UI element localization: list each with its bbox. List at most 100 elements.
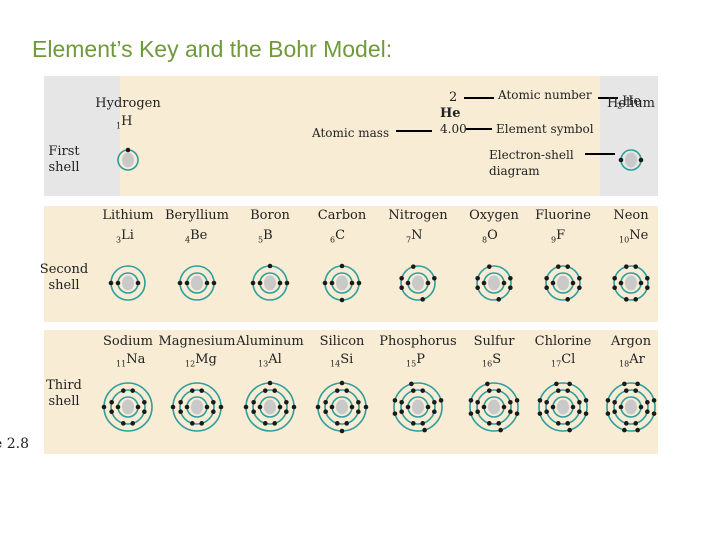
element-symbol-silicon: 14Si [330,352,353,369]
nucleus [191,275,203,291]
element-symbol-beryllium: 4Be [185,228,207,245]
bohr-diagram-hydrogen [117,147,139,171]
electron [633,297,638,302]
element-name-sodium: Sodium [103,334,153,349]
electron [339,428,345,434]
electron [409,381,414,387]
element-symbol-magnesium: 12Mg [185,352,217,369]
electron [570,404,576,410]
element-name-carbon: Carbon [317,208,367,223]
symbol-silicon: Si [340,352,354,367]
atomic-mass-label: Atomic mass [312,126,390,140]
electron [399,409,404,414]
bohr-diagram-carbon [322,263,362,303]
electron [121,388,126,393]
electron [508,409,513,414]
nucleus [122,275,134,291]
symbol-argon: Ar [629,352,645,367]
element-symbol-phosphorus: 15P [406,352,425,369]
electron [277,280,283,286]
electron [612,400,617,405]
electron [284,409,289,414]
electron [392,398,398,403]
electron [645,400,650,405]
element-symbol-boron: 5B [258,228,273,245]
electron [624,421,629,426]
atomic-number-phosphorus: 15 [406,359,417,369]
electron [178,409,183,414]
pointer-line-atomic-mass [396,130,432,132]
shell-ring-2 [400,389,436,425]
electron [567,427,572,433]
electron [425,404,431,410]
shell-label-first: First shell [48,144,80,175]
atomic-number-argon: 18 [619,359,630,369]
bohr-diagram-boron [250,263,290,301]
electron-shell-label-line1: Electron-shell [489,148,574,162]
electron [612,276,617,281]
symbol-sodium: Na [126,352,146,367]
bohr-diagram-argon [605,381,657,433]
electron [638,404,644,410]
electron [550,280,556,286]
shell-ring-2 [613,389,649,425]
symbol-aluminum: Al [268,352,282,367]
electron [556,421,561,426]
symbol-hydrogen: H [121,114,133,129]
element-symbol-hydrogen: 1H [116,114,132,131]
bohr-diagram-neon [612,264,650,302]
shell-ring-2 [400,265,436,301]
key-atomic-number: 2 [449,90,458,105]
element-name-oxygen: Oxygen [469,208,519,223]
hydrogen-highlight [44,76,120,196]
electron [475,400,480,405]
bohr-diagram-oxygen [475,264,513,302]
atomic-number-aluminum: 13 [258,359,269,369]
atomic-number-neon: 10 [619,235,630,245]
electron [475,409,480,414]
figure-caption-fragment: e 2.8 [0,436,29,452]
electron [211,409,216,414]
electron [481,404,487,410]
electron [651,398,657,403]
electron [109,400,114,405]
electron [567,381,572,387]
symbol-lithium: Li [121,228,134,243]
shell-ring-2 [324,389,360,425]
element-name-magnesium: Magnesium [158,334,236,349]
atomic-number-lithium: 3 [116,235,122,245]
electron [556,264,561,269]
electron [501,404,507,410]
electron [405,280,411,286]
electron [487,421,492,426]
nucleus [488,399,500,415]
electron [633,264,638,269]
electron [399,285,404,290]
electron [645,409,650,414]
electron [651,411,657,416]
electron [638,157,644,163]
shell-ring-2 [545,265,581,301]
element-name-boron: Boron [250,208,290,223]
symbol-oxygen: O [487,228,498,243]
bohr-diagram-phosphorus [392,381,444,433]
element-name-phosphorus: Phosphorus [379,334,457,349]
electron [204,280,210,286]
pointer-line-electron-shell [585,153,615,155]
electron [339,297,345,303]
element-name-chlorine: Chlorine [534,334,592,349]
electron [645,276,650,281]
electron [109,409,114,414]
electron [468,398,474,403]
electron [577,400,582,405]
symbol-chlorine: Cl [561,352,576,367]
pointer-line-helium [598,97,618,99]
electron [170,404,176,410]
element-symbol-oxygen: 8O [482,228,498,245]
electron [468,411,474,416]
bohr-diagram-sodium [101,382,153,432]
electron [645,285,650,290]
shell-ring-3 [393,382,443,432]
nucleus [122,399,134,415]
electron [108,280,114,286]
